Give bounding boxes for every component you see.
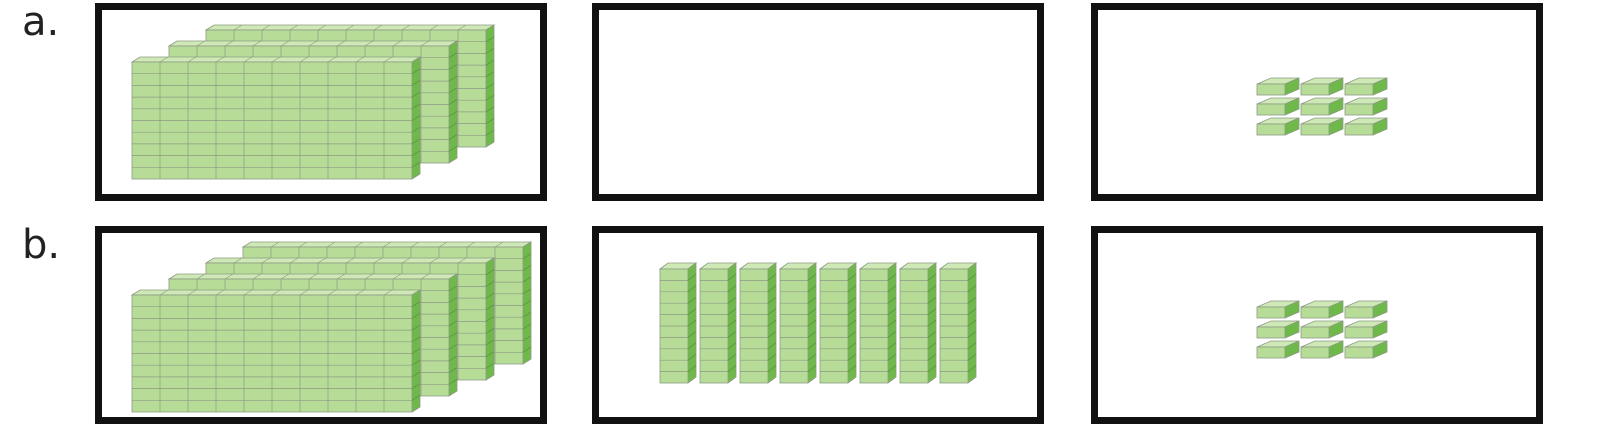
hundreds-blocks bbox=[130, 241, 533, 413]
one-cube bbox=[1300, 77, 1344, 96]
one-cube bbox=[1256, 77, 1300, 96]
tens-panel-a bbox=[592, 3, 1044, 201]
hundred-flat bbox=[130, 56, 422, 180]
one-cube bbox=[1300, 340, 1344, 359]
hundred-flat bbox=[130, 289, 422, 413]
row-label-a: a. bbox=[22, 0, 60, 45]
ten-rod bbox=[898, 262, 938, 384]
ten-rod bbox=[658, 262, 698, 384]
ones-cubes bbox=[1256, 77, 1388, 136]
one-cube bbox=[1344, 340, 1388, 359]
ten-rod bbox=[738, 262, 778, 384]
ones-panel-b bbox=[1091, 226, 1543, 424]
one-cube bbox=[1300, 97, 1344, 116]
row-label-b: b. bbox=[22, 222, 61, 268]
one-cube bbox=[1300, 300, 1344, 319]
ten-rod bbox=[858, 262, 898, 384]
hundreds-blocks bbox=[130, 24, 496, 180]
ones-cubes bbox=[1256, 300, 1388, 359]
tens-rods bbox=[599, 10, 1037, 194]
one-cube bbox=[1344, 77, 1388, 96]
one-cube bbox=[1256, 320, 1300, 339]
ones-panel-a bbox=[1091, 3, 1543, 201]
one-cube bbox=[1344, 300, 1388, 319]
ten-rod bbox=[778, 262, 818, 384]
ten-rod bbox=[698, 262, 738, 384]
tens-rods bbox=[658, 262, 978, 384]
hundreds-panel-b bbox=[95, 226, 547, 424]
one-cube bbox=[1256, 340, 1300, 359]
hundreds-panel-a bbox=[95, 3, 547, 201]
one-cube bbox=[1256, 97, 1300, 116]
tens-panel-b bbox=[592, 226, 1044, 424]
one-cube bbox=[1344, 320, 1388, 339]
one-cube bbox=[1344, 97, 1388, 116]
one-cube bbox=[1300, 117, 1344, 136]
one-cube bbox=[1300, 320, 1344, 339]
one-cube bbox=[1344, 117, 1388, 136]
one-cube bbox=[1256, 117, 1300, 136]
ten-rod bbox=[938, 262, 978, 384]
one-cube bbox=[1256, 300, 1300, 319]
ten-rod bbox=[818, 262, 858, 384]
